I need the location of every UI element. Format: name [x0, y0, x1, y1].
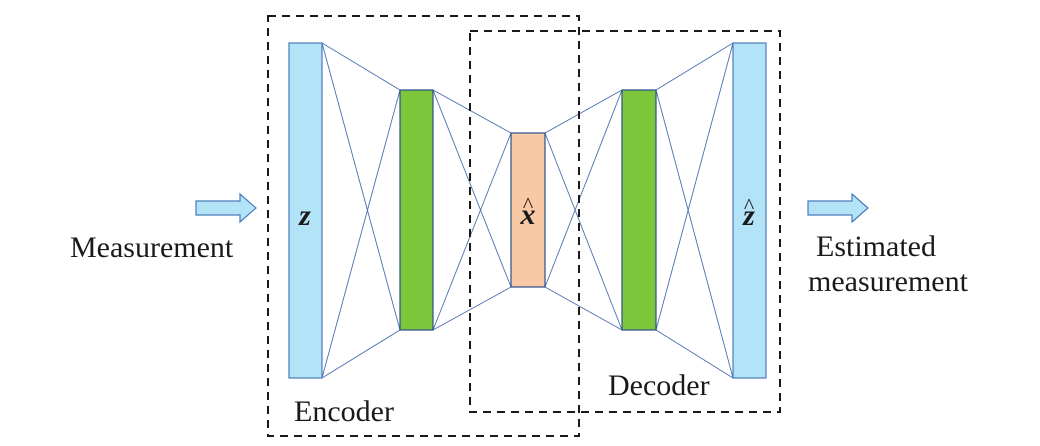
connection-line	[544, 286, 623, 331]
connection-line	[321, 329, 401, 379]
connection-line	[321, 42, 401, 331]
encoder-box	[267, 15, 580, 437]
decoder-hidden-layer	[621, 89, 657, 331]
connection-line	[432, 132, 512, 331]
connection-line	[544, 89, 623, 134]
connection-line	[321, 89, 401, 379]
connection-line	[655, 89, 734, 379]
encoder-label: Encoder	[294, 395, 394, 428]
output-layer-symbol: z	[742, 199, 755, 232]
input-arrow-icon	[195, 192, 257, 224]
output-label-line2: measurement	[808, 265, 969, 298]
input-label: Measurement	[70, 231, 234, 264]
connection-line	[544, 132, 623, 331]
connection-line	[655, 329, 734, 379]
input-layer-symbol: z	[298, 199, 311, 232]
output-layer	[732, 42, 767, 379]
output-hat-mark: ^	[744, 193, 755, 218]
output-label-line1: Estimated	[816, 230, 936, 263]
connection-line	[544, 89, 623, 288]
connection-lines	[321, 42, 734, 379]
connection-line	[321, 42, 401, 91]
encoder-hidden-layer	[399, 89, 434, 331]
connection-line	[432, 89, 512, 134]
latent-layer-symbol: x	[520, 198, 536, 231]
output-arrow-icon	[807, 192, 869, 224]
connection-line	[655, 42, 734, 331]
latent-hat-mark: ^	[523, 192, 534, 217]
connection-line	[432, 286, 512, 331]
decoder-box	[469, 30, 781, 413]
decoder-label: Decoder	[608, 369, 710, 402]
latent-layer	[510, 132, 546, 288]
connection-line	[655, 42, 734, 91]
connection-line	[432, 89, 512, 288]
input-layer	[288, 42, 323, 379]
